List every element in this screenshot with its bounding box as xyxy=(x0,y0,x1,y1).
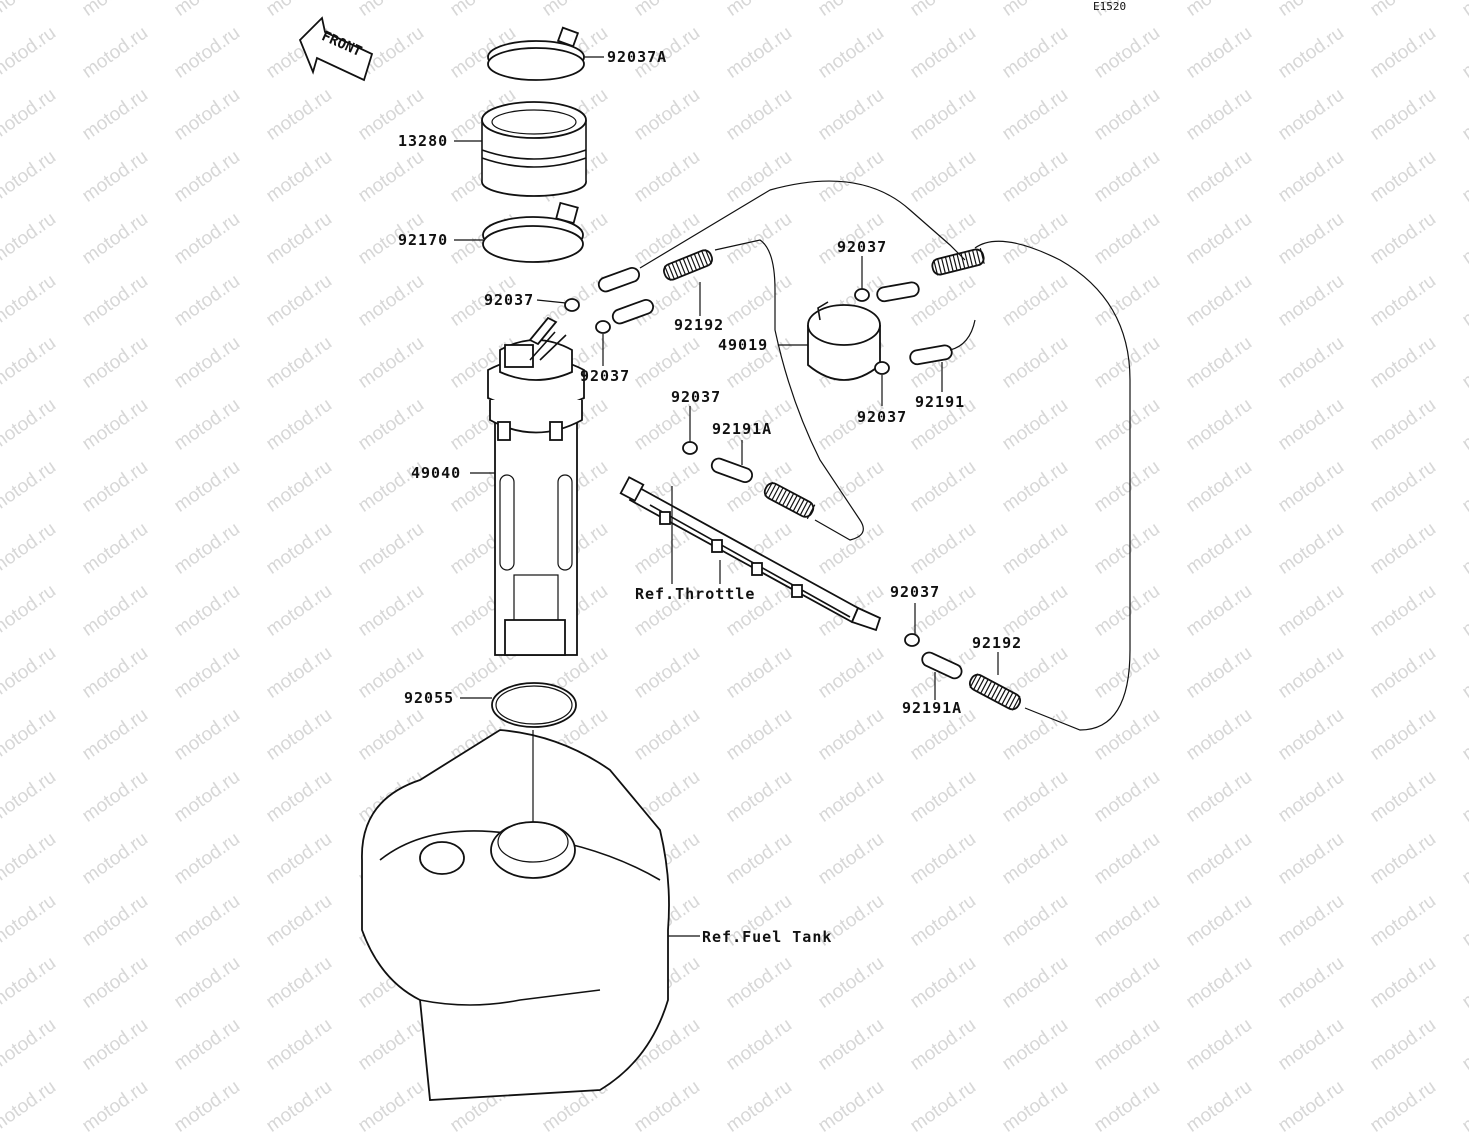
label-ref-throttle: Ref.Throttle xyxy=(635,585,756,603)
label-92192-a: 92192 xyxy=(674,316,725,334)
ring-92055-part xyxy=(491,682,577,728)
label-13280: 13280 xyxy=(398,132,449,150)
ribbed-hose xyxy=(763,481,816,520)
label-92191a-b: 92191A xyxy=(902,699,963,717)
label-92037-a: 92037 xyxy=(484,291,535,309)
small-clamps xyxy=(564,288,920,647)
label-92191a-a: 92191A xyxy=(712,420,773,438)
clamp-92037a-part xyxy=(487,26,585,81)
label-92191: 92191 xyxy=(915,393,966,411)
clamp-92170-part xyxy=(482,201,584,263)
label-92192-b: 92192 xyxy=(972,634,1023,652)
label-92037a: 92037A xyxy=(607,48,668,66)
fuel-tank-part xyxy=(361,729,670,1101)
label-92037-d: 92037 xyxy=(857,408,908,426)
ribbed-hoses xyxy=(663,248,1022,711)
label-49019: 49019 xyxy=(718,336,769,354)
diagram-code: E1520 xyxy=(1093,0,1127,13)
label-92037-f: 92037 xyxy=(890,583,941,601)
label-92170: 92170 xyxy=(398,231,449,249)
label-92037-e: 92037 xyxy=(671,388,722,406)
diagram-drawing: FRONT xyxy=(298,16,1131,1101)
front-arrow-icon: FRONT xyxy=(298,16,374,82)
fuel-filter-49019-part xyxy=(807,301,881,381)
ribbed-hose xyxy=(968,673,1022,711)
leader-lines xyxy=(454,56,999,937)
label-49040: 49040 xyxy=(411,464,462,482)
fuel-pump-49040-part xyxy=(487,316,585,656)
throttle-rail-part xyxy=(619,476,882,632)
ribbed-hose xyxy=(663,249,713,281)
hoses xyxy=(597,266,963,680)
ribbed-hose xyxy=(931,248,985,276)
cap-13280-part xyxy=(481,101,587,197)
label-92037-b: 92037 xyxy=(580,367,631,385)
label-92037-c: 92037 xyxy=(837,238,888,256)
label-ref-fuel-tank: Ref.Fuel Tank xyxy=(702,928,833,946)
routing-lines xyxy=(639,180,1131,731)
label-92055: 92055 xyxy=(404,689,455,707)
